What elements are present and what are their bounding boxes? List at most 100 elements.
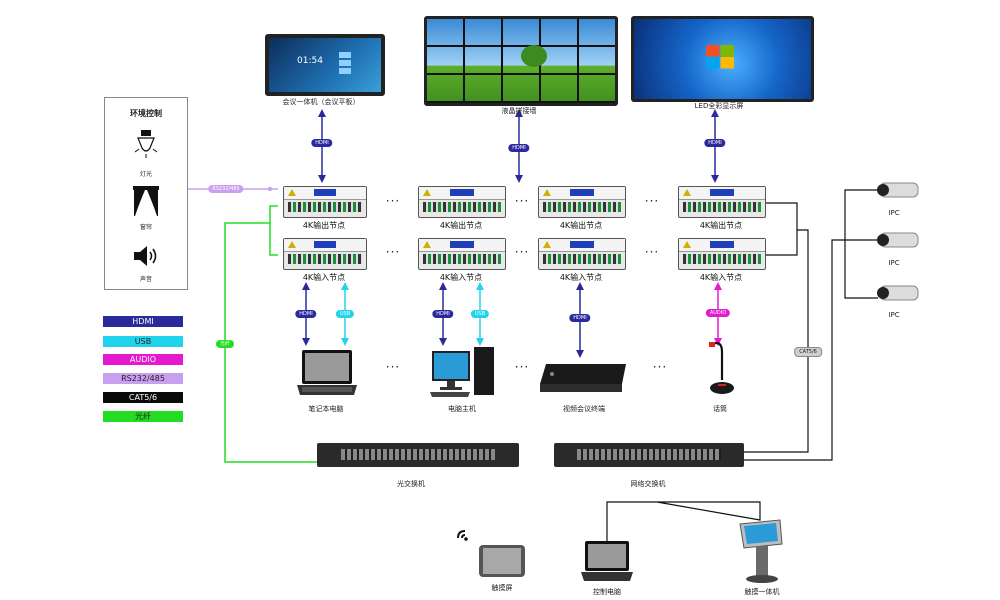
cat-line-ipc bbox=[742, 239, 845, 461]
ellipsis: ··· bbox=[514, 245, 530, 259]
output-node-2-label: 4K输出节点 bbox=[439, 221, 483, 230]
usb-pill-laptop: USB bbox=[335, 310, 355, 318]
tree-icon bbox=[521, 45, 547, 67]
ip-camera-icon bbox=[877, 182, 919, 198]
arrow-up-led bbox=[711, 109, 719, 117]
ellipsis: ··· bbox=[644, 245, 660, 259]
windows-logo-icon bbox=[706, 45, 734, 69]
fiber-line bbox=[224, 205, 318, 463]
legend-fiber: 光纤 bbox=[103, 411, 183, 422]
input-node-4 bbox=[678, 238, 766, 270]
client-lines bbox=[606, 501, 761, 542]
lcd-wall-label: 液晶拼接墙 bbox=[501, 107, 537, 115]
video-conference-terminal-icon bbox=[540, 364, 626, 392]
output-node-4-label: 4K输出节点 bbox=[699, 221, 743, 230]
ip-camera-icon bbox=[877, 232, 919, 248]
meeting-panel-label: 会议一体机（会议平板） bbox=[282, 98, 360, 106]
optical-switch bbox=[317, 443, 519, 467]
cat-pill: CAT5/6 bbox=[794, 347, 822, 357]
rs232-pill: RS232/485 bbox=[208, 185, 244, 193]
arrow-src-2 bbox=[341, 338, 349, 346]
input-node-2-label: 4K输入节点 bbox=[439, 273, 483, 282]
microphone-label: 话筒 bbox=[713, 405, 727, 413]
ipc-branch bbox=[844, 189, 878, 299]
input-node-4-label: 4K输入节点 bbox=[699, 273, 743, 282]
input-node-2 bbox=[418, 238, 506, 270]
legend-audio: AUDIO bbox=[103, 354, 183, 365]
laptop-icon bbox=[297, 350, 357, 395]
arrow-up-wall bbox=[515, 109, 523, 117]
led-display bbox=[631, 16, 814, 102]
input-node-3-label: 4K输入节点 bbox=[559, 273, 603, 282]
microphone-icon bbox=[709, 341, 734, 394]
kiosk-label: 触摸一体机 bbox=[744, 588, 780, 596]
ipc-label-2: IPC bbox=[888, 259, 900, 267]
curtain-label: 窗帘 bbox=[139, 224, 152, 231]
output-node-2 bbox=[418, 186, 506, 218]
legend-rs232: RS232/485 bbox=[103, 373, 183, 384]
ellipsis: ··· bbox=[385, 194, 401, 208]
led-screen-label: LED全彩显示屏 bbox=[694, 102, 744, 110]
environment-control-panel: 环境控制 灯光 窗帘 声音 bbox=[104, 97, 188, 290]
arrow-in-3 bbox=[439, 282, 447, 290]
desktop-computer-icon bbox=[430, 347, 494, 397]
output-node-4 bbox=[678, 186, 766, 218]
arrow-in-4 bbox=[476, 282, 484, 290]
laptop-label: 笔记本电脑 bbox=[308, 405, 344, 413]
network-switch-label: 网络交换机 bbox=[630, 480, 666, 488]
light-label: 灯光 bbox=[139, 171, 152, 178]
arrow-src-4 bbox=[476, 338, 484, 346]
input-node-3 bbox=[538, 238, 626, 270]
sound-label: 声音 bbox=[139, 276, 152, 283]
curtain-icon bbox=[133, 186, 159, 216]
output-node-1-label: 4K输出节点 bbox=[302, 221, 346, 230]
lcd-video-wall bbox=[424, 16, 618, 106]
tablet-icon bbox=[479, 545, 525, 577]
speaker-icon bbox=[134, 246, 157, 266]
laptop-icon bbox=[581, 541, 633, 581]
arrow-src-5 bbox=[576, 350, 584, 358]
desktop-label: 电脑主机 bbox=[448, 405, 476, 413]
output-node-3-label: 4K输出节点 bbox=[559, 221, 603, 230]
meeting-panel-display: 01:54 bbox=[265, 34, 385, 96]
ipc-label-1: IPC bbox=[888, 209, 900, 217]
hdmi-pill-wall: HDMI bbox=[508, 144, 530, 152]
kiosk-icon bbox=[739, 519, 783, 583]
hdmi-pill-desktop: HDMI bbox=[432, 310, 454, 318]
output-node-1 bbox=[283, 186, 367, 218]
usb-pill-desktop: USB bbox=[470, 310, 490, 318]
ellipsis: ··· bbox=[514, 194, 530, 208]
input-node-1-label: 4K输入节点 bbox=[302, 273, 346, 282]
arrow-in-1 bbox=[302, 282, 310, 290]
arrow-down-led bbox=[711, 175, 719, 183]
hdmi-pill-vc: HDMI bbox=[569, 314, 591, 322]
ip-camera-icon bbox=[877, 285, 919, 301]
arrow-down-wall bbox=[515, 175, 523, 183]
control-pc-label: 控制电脑 bbox=[593, 588, 621, 596]
input-node-1 bbox=[283, 238, 367, 270]
ellipsis: ··· bbox=[644, 194, 660, 208]
ellipsis: ··· bbox=[652, 360, 668, 374]
ipc-label-3: IPC bbox=[888, 311, 900, 319]
output-node-3 bbox=[538, 186, 626, 218]
fiber-pill: 光纤 bbox=[215, 340, 235, 348]
arrow-src-3 bbox=[439, 338, 447, 346]
hdmi-pill-led: HDMI bbox=[704, 139, 726, 147]
arrow-down-panel bbox=[318, 175, 326, 183]
hdmi-pill-laptop: HDMI bbox=[295, 310, 317, 318]
arrow-in-2 bbox=[341, 282, 349, 290]
panel-app-icons bbox=[339, 52, 351, 74]
ellipsis: ··· bbox=[385, 245, 401, 259]
vc-terminal-label: 视频会议终端 bbox=[563, 405, 605, 413]
environment-title: 环境控制 bbox=[130, 109, 162, 118]
arrow-up-panel bbox=[318, 109, 326, 117]
wifi-icon bbox=[457, 530, 468, 541]
arrow-src-1 bbox=[302, 338, 310, 346]
legend-hdmi: HDMI bbox=[103, 316, 183, 327]
audio-pill-mic: AUDIO bbox=[705, 309, 731, 317]
network-switch bbox=[554, 443, 744, 467]
optical-switch-label: 光交换机 bbox=[397, 480, 425, 488]
legend-cat: CAT5/6 bbox=[103, 392, 183, 403]
touchscreen-label: 触摸屏 bbox=[491, 584, 513, 592]
legend-usb: USB bbox=[103, 336, 183, 347]
